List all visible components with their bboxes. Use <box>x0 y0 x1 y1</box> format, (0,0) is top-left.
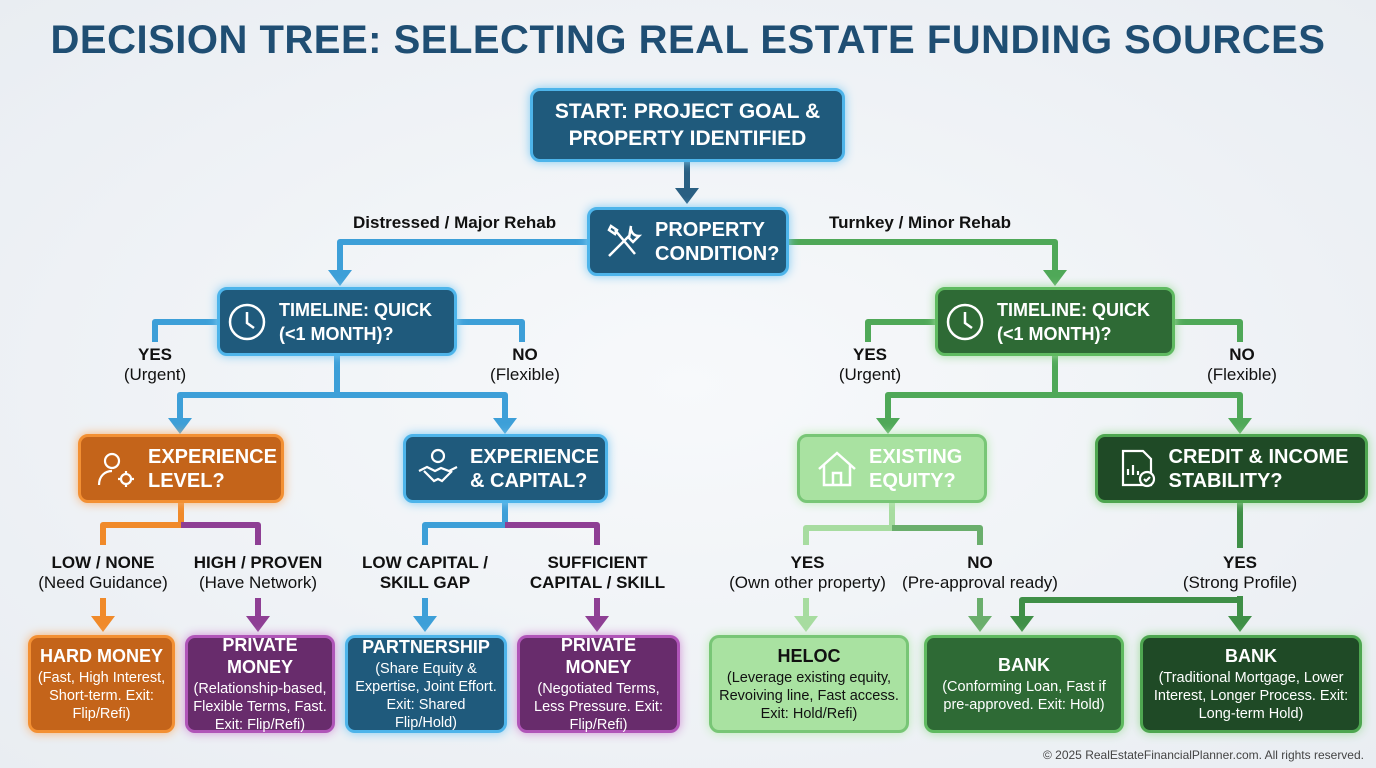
label-low-capital: LOW CAPITAL / SKILL GAP <box>355 553 495 593</box>
connector-experience <box>91 503 270 632</box>
document-check-icon <box>1121 449 1155 487</box>
leaf-bank-traditional: BANK (Traditional Mortgage, Lower Interes… <box>1140 635 1362 733</box>
property-label: PROPERTY CONDITION? <box>655 218 780 265</box>
no-label: NO <box>967 553 993 572</box>
leaf-title: HELOC <box>777 646 841 666</box>
clock-icon <box>946 303 984 340</box>
yes-sub: (Urgent) <box>838 365 902 384</box>
leaf-desc: (Fast, High Interest, Short-term. Exit: … <box>37 670 166 722</box>
label-sufficient-capital: SUFFICIENT CAPITAL / SKILL <box>520 553 675 593</box>
connector-credit <box>1010 503 1252 632</box>
high-label: HIGH / PROVEN <box>193 553 323 572</box>
yes-sub: (Own other property) <box>729 573 886 592</box>
credit-income-node: CREDIT & INCOME STABILITY? <box>1095 434 1368 503</box>
experience-capital-label: EXPERIENCE & CAPITAL? <box>470 445 599 492</box>
experience-capital-node: EXPERIENCE & CAPITAL? <box>403 434 608 503</box>
leaf-hard-money: HARD MONEY (Fast, High Interest, Short-te… <box>28 635 175 733</box>
start-label: START: PROJECT GOAL & PROPERTY IDENTIFIE… <box>554 100 821 150</box>
no-label: NO <box>1229 345 1255 364</box>
property-condition-node: PROPERTY CONDITION? <box>587 207 789 276</box>
existing-equity-label: EXISTING EQUITY? <box>869 445 963 492</box>
yes-label: YES <box>790 553 825 572</box>
leaf-private-money-1: PRIVATE MONEY(Relationship-based, Flexib… <box>185 635 335 733</box>
leaf-title: PRIVATE MONEY <box>560 635 637 677</box>
timeline-right-label: TIMELINE: QUICK (<1 MONTH)? <box>997 299 1150 344</box>
leaf-desc: (Conforming Loan, Fast if pre-approved. … <box>942 679 1106 713</box>
label-high-proven: HIGH / PROVEN(Have Network) <box>183 553 333 593</box>
timeline-left-label: TIMELINE: QUICK (<1 MONTH)? <box>279 299 432 344</box>
leaf-desc: (Share Equity & Expertise, Joint Effort.… <box>355 661 497 731</box>
experience-level-node: EXPERIENCE LEVEL? <box>78 434 284 503</box>
leaf-title: HARD MONEY <box>39 646 163 666</box>
label-no-flexible-left: NO(Flexible) <box>475 345 575 385</box>
no-sub: (Pre-approval ready) <box>902 573 1058 592</box>
label-yes-urgent-left: YES(Urgent) <box>105 345 205 385</box>
low-sub: (Need Guidance) <box>38 573 168 592</box>
leaf-title: PRIVATE MONEY <box>222 635 298 677</box>
label-no-preapproval: NO(Pre-approval ready) <box>895 553 1065 593</box>
leaf-desc: (Leverage existing equity, Revoiving lin… <box>719 670 899 722</box>
yes-label: YES <box>852 345 888 364</box>
high-sub: (Have Network) <box>198 573 318 592</box>
leaf-partnership: PARTNERSHIP (Share Equity & Expertise, Jo… <box>345 635 507 733</box>
leaf-heloc: HELOC (Leverage existing equity, Revoivin… <box>709 635 909 733</box>
leaf-desc: (Traditional Mortgage, Lower Interest, L… <box>1153 670 1349 722</box>
leaf-title: BANK <box>998 655 1050 675</box>
label-yes-own-property: YES(Own other property) <box>720 553 895 593</box>
leaf-title: BANK <box>1225 646 1277 666</box>
yes-sub: (Urgent) <box>123 365 187 384</box>
user-gear-icon <box>97 452 134 487</box>
label-yes-strong-profile: YES(Strong Profile) <box>1170 553 1310 593</box>
leaf-desc: (Negotiated Terms, Less Pressure. Exit: … <box>534 681 663 733</box>
connector-equity <box>794 503 992 632</box>
credit-income-label: CREDIT & INCOME STABILITY? <box>1168 445 1349 492</box>
no-sub: (Flexible) <box>1207 365 1277 384</box>
connector-left <box>152 239 587 434</box>
edge-turnkey: Turnkey / Minor Rehab <box>829 213 1011 232</box>
label-low-none: LOW / NONE(Need Guidance) <box>28 553 178 593</box>
connector-right <box>789 239 1252 434</box>
copyright: © 2025 RealEstateFinancialPlanner.com. A… <box>1042 748 1364 762</box>
low-capital-label: LOW CAPITAL / SKILL GAP <box>362 553 488 592</box>
diagram-title: DECISION TREE: SELECTING REAL ESTATE FUN… <box>50 18 1326 62</box>
yes-label: YES <box>137 345 173 364</box>
leaf-private-money-2: PRIVATE MONEY(Negotiated Terms, Less Pre… <box>517 635 680 733</box>
handshake-icon <box>418 448 458 482</box>
yes-label: YES <box>1222 553 1258 572</box>
leaf-title: PARTNERSHIP <box>362 637 490 657</box>
clock-icon <box>228 303 266 340</box>
low-label: LOW / NONE <box>51 553 155 572</box>
yes-sub: (Strong Profile) <box>1182 573 1298 592</box>
experience-level-label: EXPERIENCE LEVEL? <box>148 445 277 492</box>
house-icon <box>818 450 856 486</box>
connector-start <box>675 162 699 204</box>
start-node: START: PROJECT GOAL & PROPERTY IDENTIFIE… <box>530 88 845 162</box>
tools-icon <box>607 223 643 257</box>
sufficient-label: SUFFICIENT CAPITAL / SKILL <box>529 553 666 592</box>
timeline-left-node: TIMELINE: QUICK (<1 MONTH)? <box>217 287 457 356</box>
connector-exp-capital <box>413 503 609 632</box>
label-yes-urgent-right: YES(Urgent) <box>820 345 920 385</box>
no-sub: (Flexible) <box>490 365 560 384</box>
timeline-right-node: TIMELINE: QUICK (<1 MONTH)? <box>935 287 1175 356</box>
leaf-bank-conforming: BANK (Conforming Loan, Fast if pre-approv… <box>924 635 1124 733</box>
existing-equity-node: EXISTING EQUITY? <box>797 434 987 503</box>
leaf-desc: (Relationship-based, Flexible Terms, Fas… <box>193 681 327 733</box>
edge-distressed: Distressed / Major Rehab <box>353 213 557 232</box>
label-no-flexible-right: NO(Flexible) <box>1192 345 1292 385</box>
no-label: NO <box>512 345 538 364</box>
